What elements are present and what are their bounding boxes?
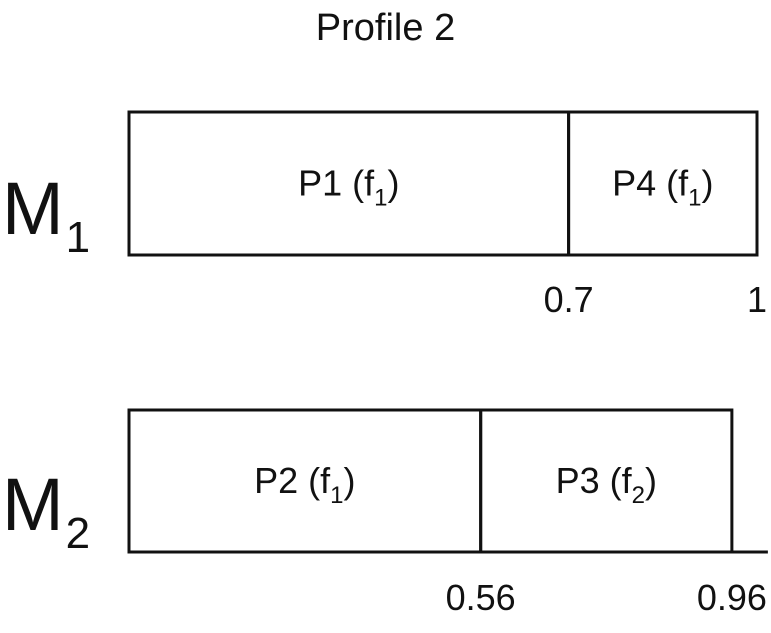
machine-label-m1: M1 [2,172,90,263]
time-tick-label: 0.56 [446,577,516,618]
machine-letter: M [2,167,64,250]
job-block-p4 [567,110,759,257]
diagram-title: Profile 2 [315,7,456,49]
job-block-p3 [479,408,734,554]
job-label-p1: P1 (f1) [298,163,399,212]
machine-index: 2 [65,509,91,558]
machine-letter: M [2,463,64,546]
time-tick-label: 1 [747,279,767,320]
time-tick-label: 0.7 [544,279,594,320]
job-label-p3: P3 (f2) [556,460,657,509]
time-tick-label: 0.96 [697,577,767,618]
job-label-p4: P4 (f1) [612,163,713,212]
job-label-p2: P2 (f1) [254,460,355,509]
machine-label-m2: M2 [2,468,90,559]
machine-index: 1 [65,213,91,262]
machine-row-m1: P1 (f1) P4 (f1) 0.7 1 [127,110,767,320]
machine-row-m2: P2 (f1) P3 (f2) 0.56 0.96 [127,408,768,618]
